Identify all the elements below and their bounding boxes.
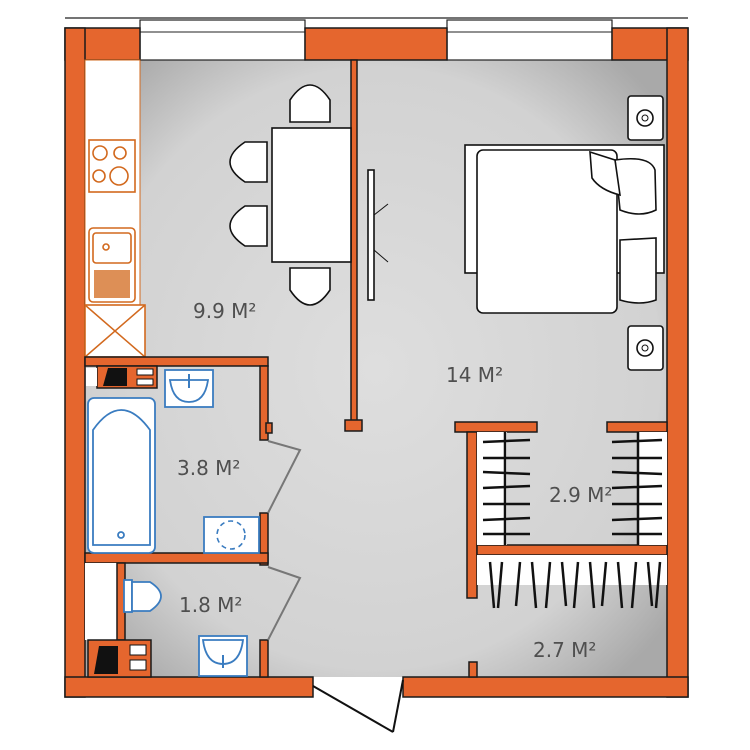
partition-cap [344,419,363,432]
tv-icon [367,169,389,301]
area-label-bathroom: 3.8 М² [177,456,240,480]
toilet-icon [123,579,162,613]
walk-in-closet [454,421,668,678]
outer-walls [64,27,689,698]
window-left [139,19,306,61]
area-label-closet: 2.9 М² [549,483,612,507]
dining-table [229,84,352,306]
washbasin-icon [164,369,214,408]
toilet-door[interactable] [267,566,302,641]
hangers-icon [482,432,663,609]
chair-icon [229,141,268,183]
kitchen-counter [84,59,146,358]
washbasin-icon [198,635,248,677]
bed-icon [464,95,665,371]
bathtub-icon [87,397,156,554]
bathroom-door[interactable] [267,440,302,514]
stove-icon [88,139,136,193]
nightstand-icon [627,325,664,371]
nightstand-icon [627,95,664,141]
appliance-box [84,304,146,358]
washing-machine-icon [203,516,260,554]
chair-icon [289,84,331,123]
area-label-kitchen: 9.9 М² [193,299,256,323]
area-label-bedroom: 14 М² [446,363,503,387]
entrance-door[interactable] [312,679,404,733]
toilet-room [85,562,302,678]
kitchen-sink-icon [88,227,136,303]
area-label-toilet: 1.8 М² [179,593,242,617]
partition-wall [350,59,358,423]
chair-icon [289,267,331,306]
window-right [446,19,613,61]
bathroom [84,356,302,566]
area-label-hallway: 2.7 М² [533,638,596,662]
chair-icon [229,205,268,247]
